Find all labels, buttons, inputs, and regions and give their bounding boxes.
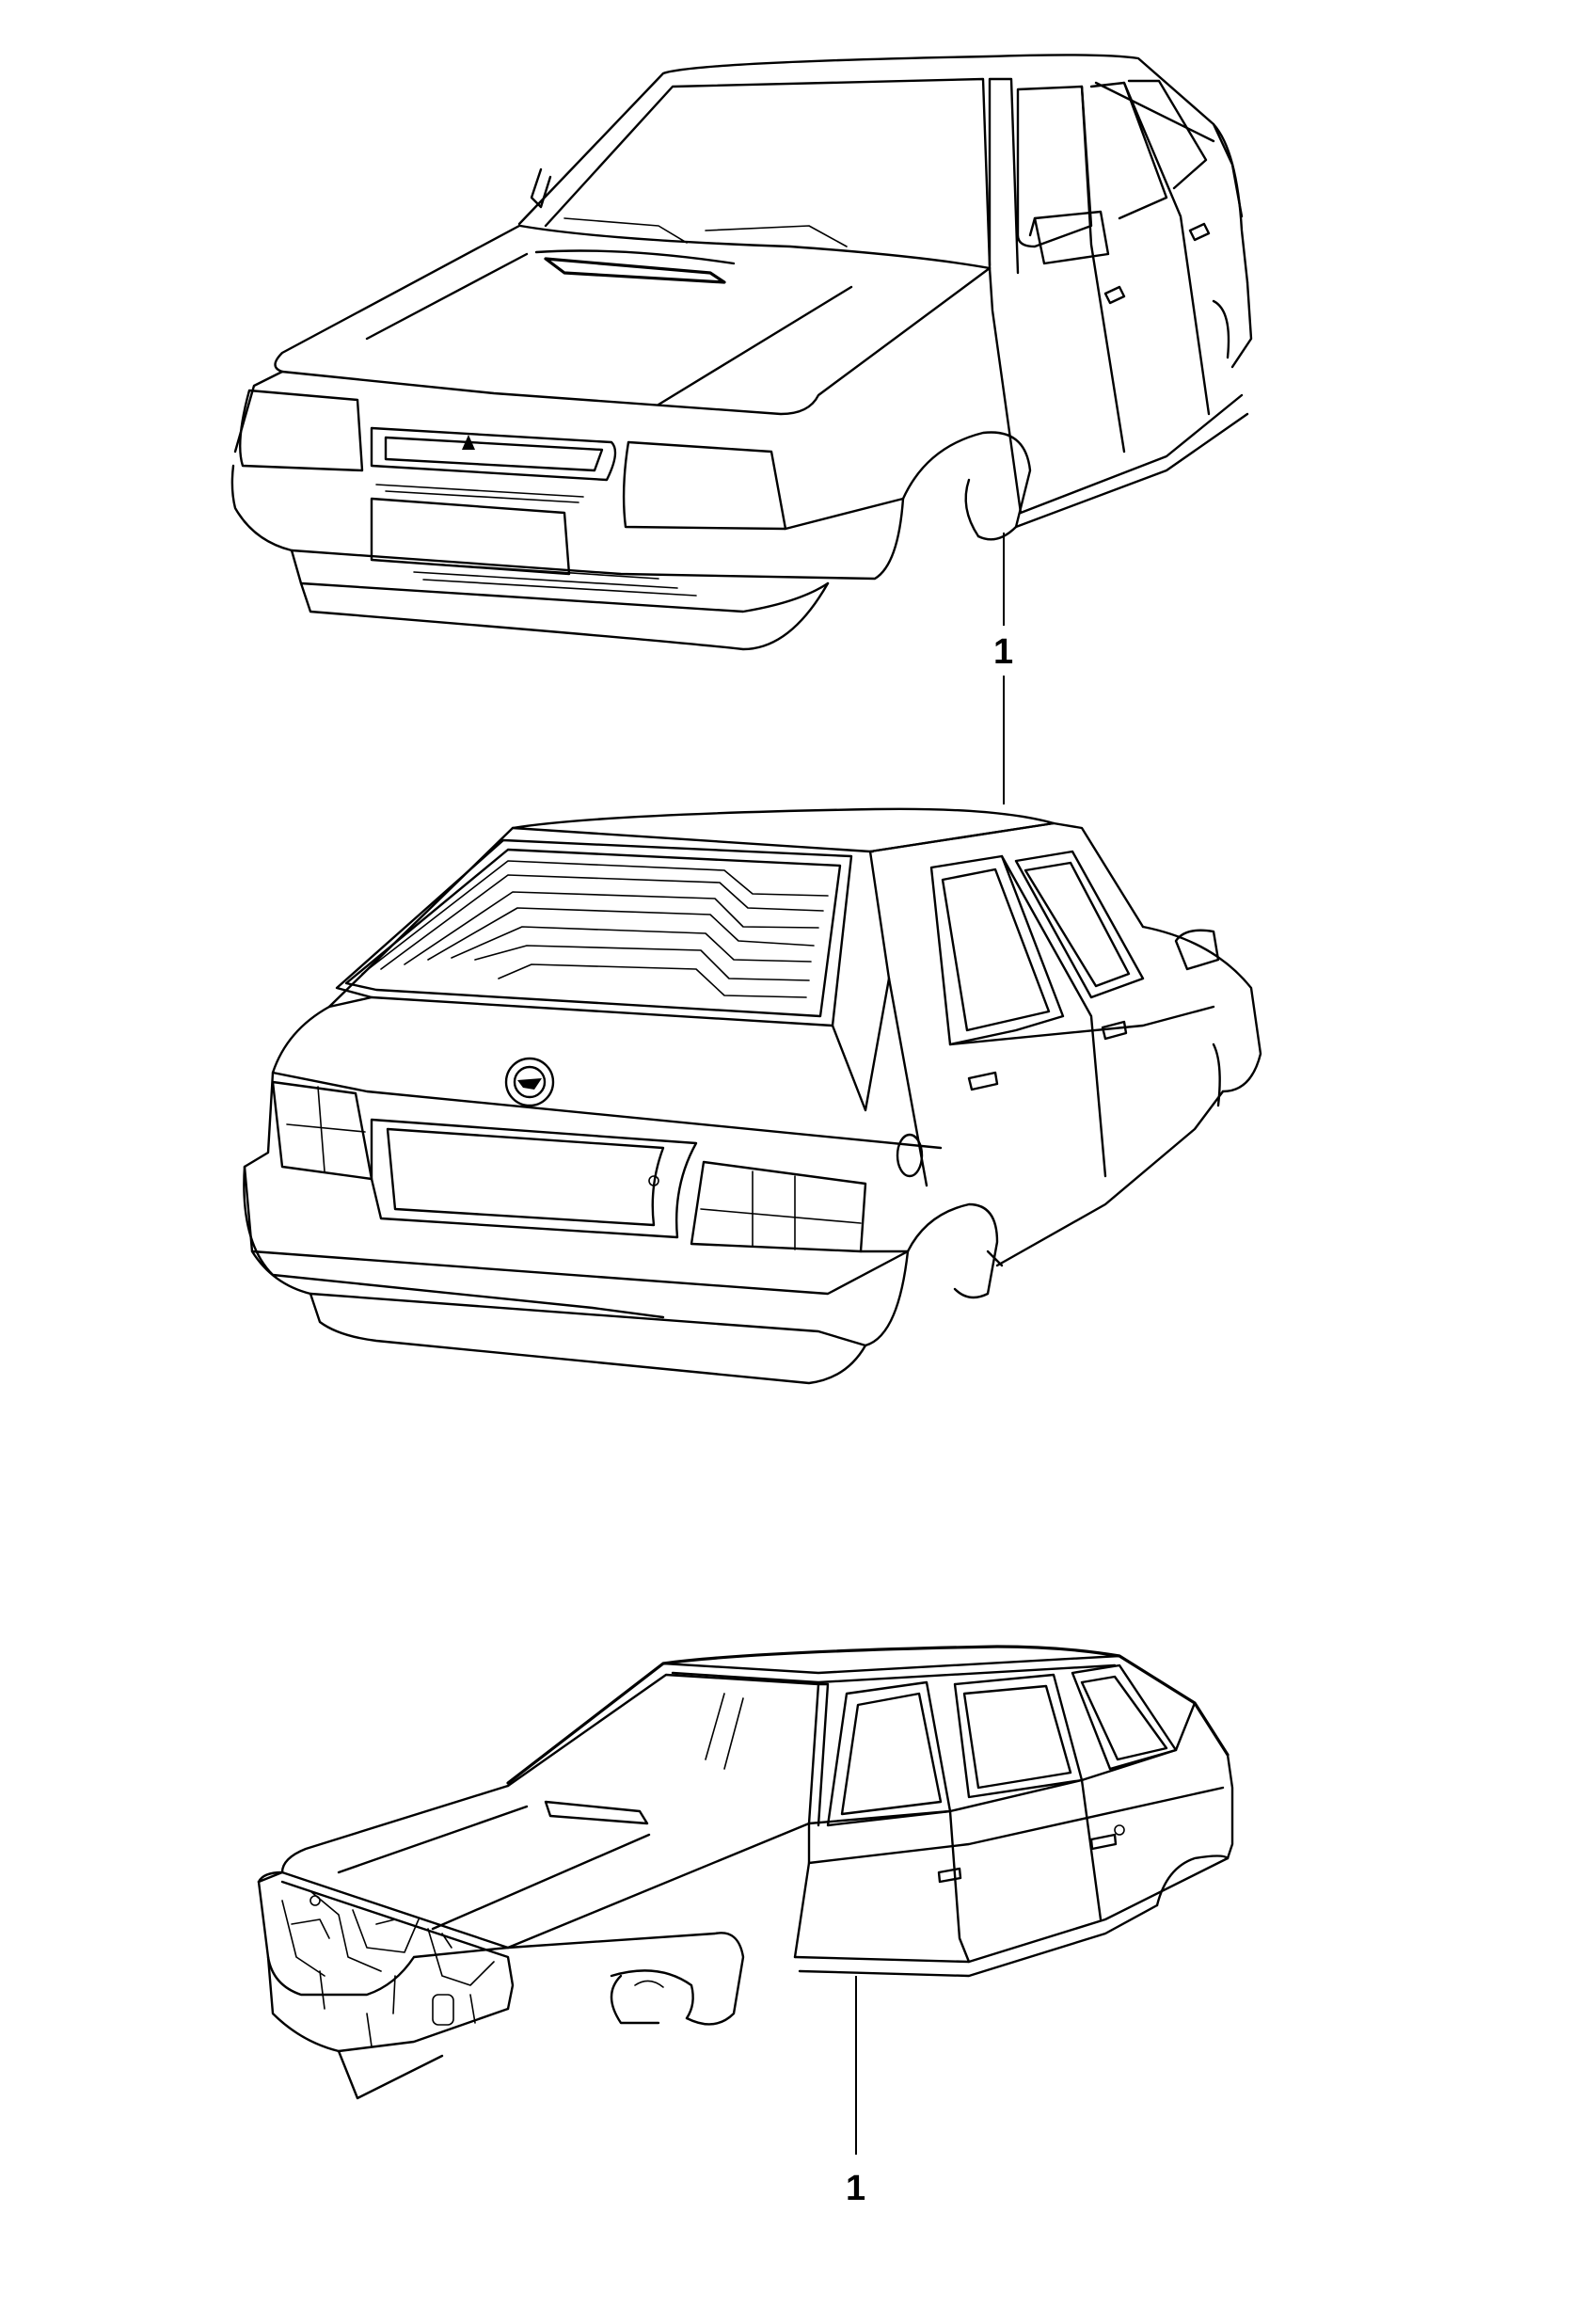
callout-number-bottom: 1	[846, 2169, 865, 2208]
estate-body-shell	[257, 1645, 1234, 2100]
hatchback-rear-view	[243, 807, 1262, 1385]
callout-number-top: 1	[993, 632, 1013, 672]
hatchback-front-view	[230, 54, 1253, 651]
